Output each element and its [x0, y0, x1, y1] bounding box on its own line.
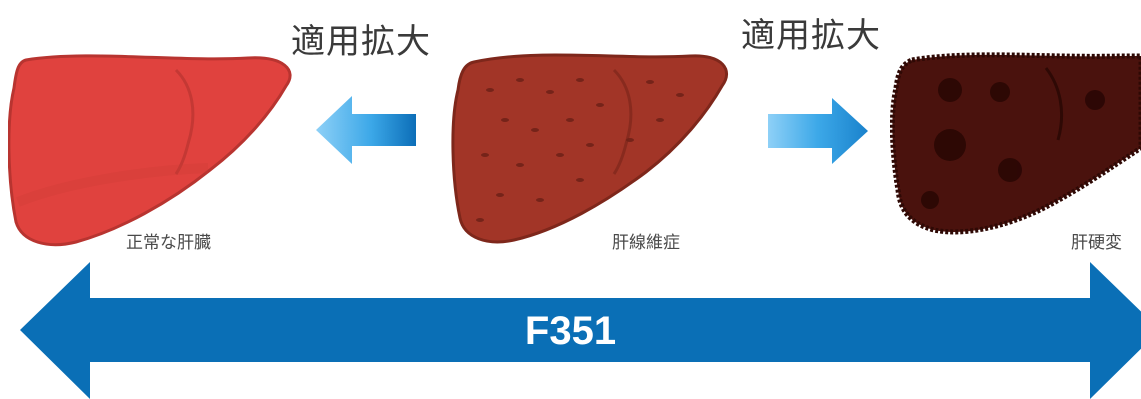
normal-liver-icon — [8, 52, 298, 247]
cirrhotic-liver-icon — [890, 50, 1141, 235]
scope-expansion-left-label: 適用拡大 — [291, 14, 431, 63]
fibrosis-label: 肝線維症 — [612, 228, 680, 253]
range-bar-label: F351 — [0, 309, 1141, 354]
fibrotic-liver-icon — [450, 50, 732, 245]
cirrhosis-label: 肝硬変 — [1071, 228, 1122, 253]
normal-liver-label: 正常な肝臓 — [126, 228, 211, 253]
left-arrow-icon — [316, 96, 416, 164]
right-arrow-icon — [768, 98, 868, 164]
scope-expansion-right-label: 適用拡大 — [741, 8, 881, 57]
